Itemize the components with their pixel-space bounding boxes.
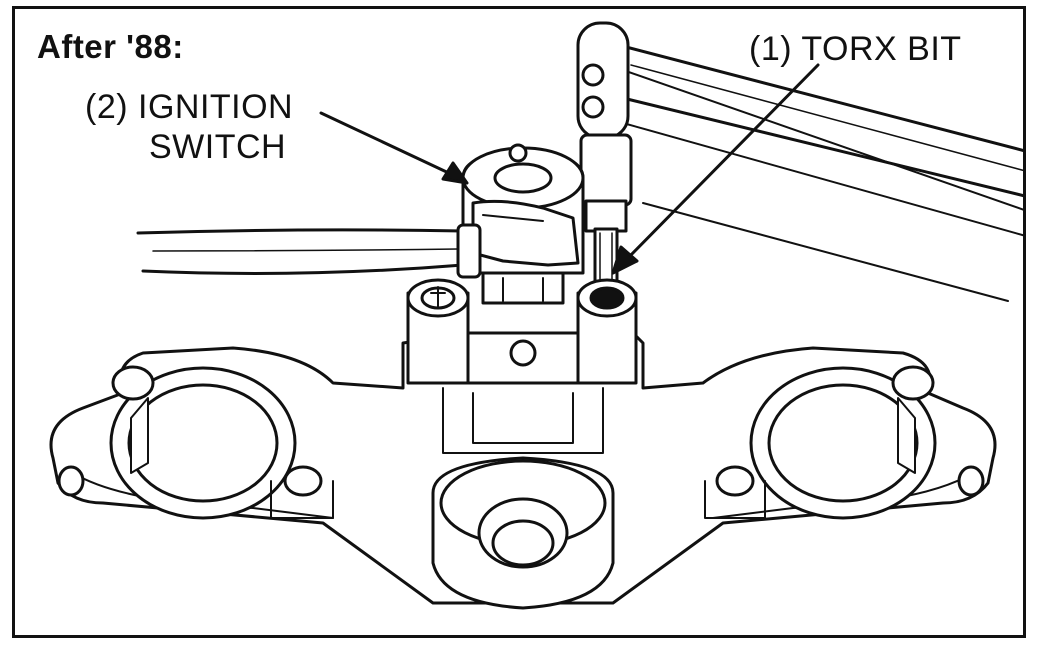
ignition-switch <box>461 143 585 305</box>
diagram-title: After '88: <box>37 28 184 65</box>
wire-harness <box>136 223 482 279</box>
torx-bit <box>579 133 633 296</box>
steering-stem-illustration <box>49 21 1023 610</box>
top-bridge <box>49 278 997 610</box>
torx-handle <box>576 21 1023 302</box>
torx-bit-label: (1) TORX BIT <box>749 30 962 68</box>
ignition-switch-label-line2: SWITCH <box>149 128 287 166</box>
ignition-switch-label-line1: (2) IGNITION <box>85 88 294 126</box>
diagram-frame: After '88: (1) TORX BIT (2) IGNITION SWI… <box>12 6 1026 638</box>
leader-arrows <box>319 63 820 275</box>
